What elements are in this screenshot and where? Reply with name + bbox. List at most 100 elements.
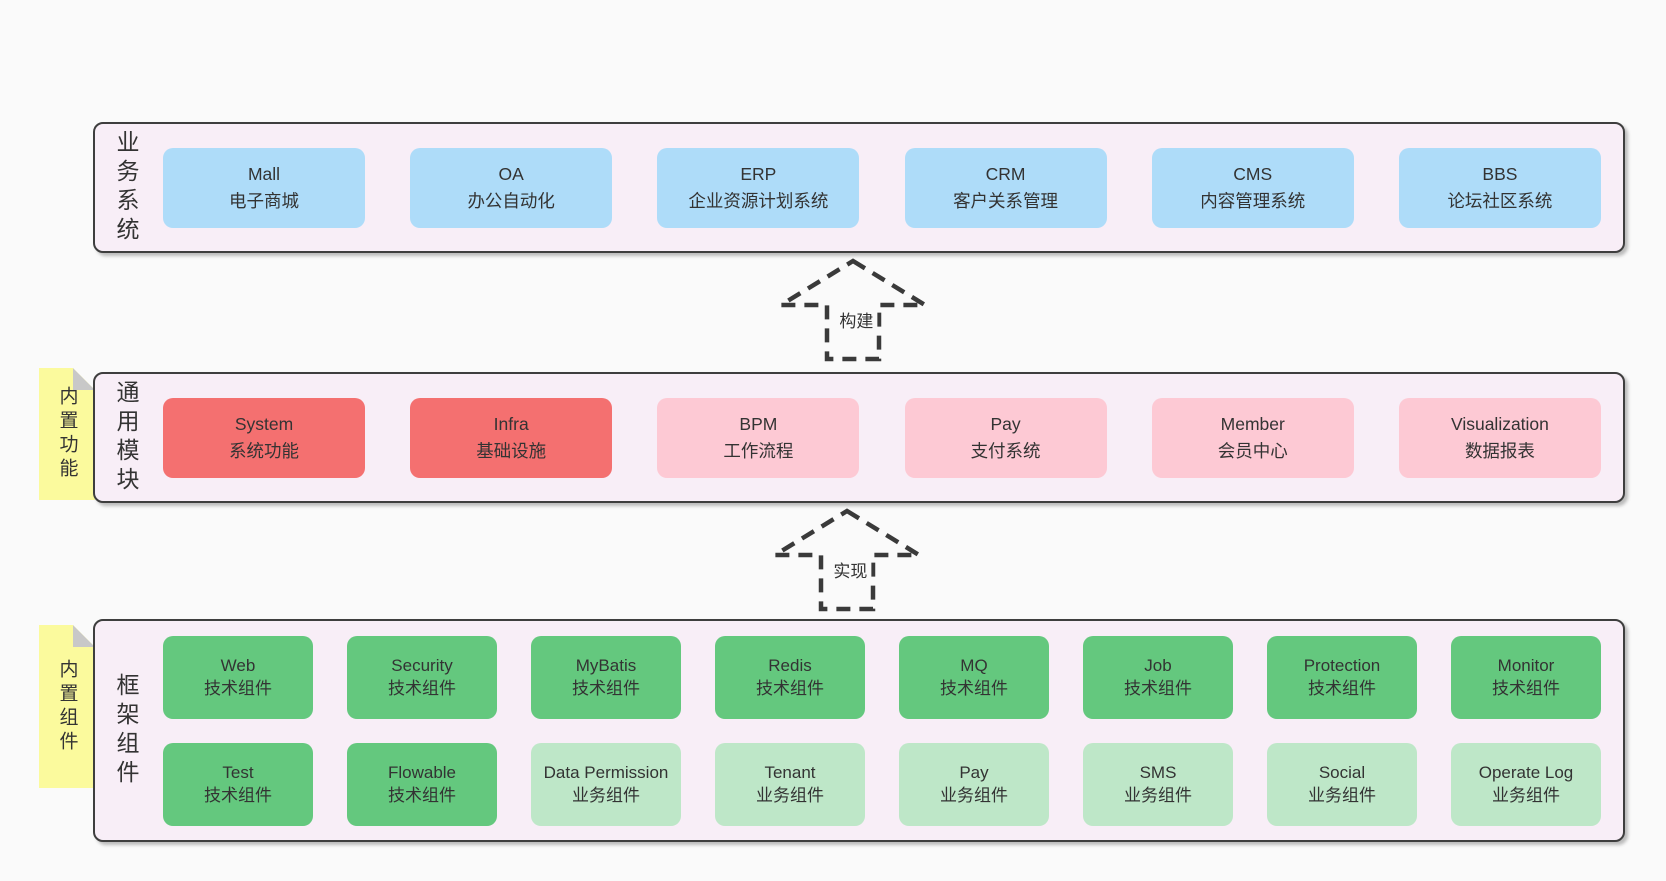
box-pay-module-en: Pay [990, 414, 1021, 435]
box-tenant-en: Tenant [764, 762, 816, 782]
box-flowable-en: Flowable [387, 762, 457, 782]
box-mq-zh: 技术组件 [940, 679, 1008, 698]
box-pay-component-zh: 业务组件 [940, 786, 1008, 805]
box-visualization-zh: 数据报表 [1464, 440, 1535, 461]
box-mq-en: MQ [960, 655, 988, 675]
box-mybatis-en: MyBatis [575, 655, 637, 675]
business-boxes: Mall 电子商城 OA 办公自动化 ERP 企业资源计划系统 CRM 客户关系… [163, 147, 1601, 228]
box-visualization-en: Visualization [1450, 414, 1549, 435]
band-framework-components-label: 框架组件 [113, 672, 139, 789]
box-tenant: Tenant 业务组件 [715, 742, 865, 826]
band-business-systems: 业务系统 Mall 电子商城 OA 办公自动化 ERP 企业资源计划系统 CRM… [93, 122, 1625, 253]
box-bpm-zh: 工作流程 [723, 440, 794, 461]
box-cms-zh: 内容管理系统 [1200, 190, 1306, 211]
box-operate-log-en: Operate Log [1478, 762, 1574, 782]
framework-row-2: Test 技术组件 Flowable 技术组件 Data Permission … [163, 742, 1601, 826]
box-crm-en: CRM [985, 164, 1026, 185]
box-pay-module-zh: 支付系统 [970, 440, 1041, 461]
box-redis-en: Redis [768, 655, 812, 675]
implement-arrow: 实现 [767, 508, 927, 612]
sticky-built-in-components-text: 内置组件 [56, 658, 78, 755]
band-business-systems-label: 业务系统 [113, 129, 139, 246]
framework-boxes: Web 技术组件 Security 技术组件 MyBatis 技术组件 Redi… [163, 635, 1601, 826]
implement-arrow-label: 实现 [829, 556, 872, 583]
box-social-en: Social [1318, 762, 1366, 782]
box-mall-zh: 电子商城 [229, 190, 299, 211]
box-monitor-zh: 技术组件 [1492, 679, 1560, 698]
band-common-modules-label: 通用模块 [113, 379, 139, 496]
box-mall-en: Mall [247, 164, 281, 185]
box-flowable: Flowable 技术组件 [347, 742, 497, 826]
box-test-zh: 技术组件 [204, 786, 272, 805]
box-web: Web 技术组件 [163, 635, 313, 719]
box-test: Test 技术组件 [163, 742, 313, 826]
box-social-zh: 业务组件 [1308, 786, 1376, 805]
up-block-arrow-icon [767, 508, 927, 612]
box-web-en: Web [220, 655, 256, 675]
box-sms: SMS 业务组件 [1083, 742, 1233, 826]
box-erp-zh: 企业资源计划系统 [688, 190, 829, 211]
box-sms-en: SMS [1139, 762, 1177, 782]
box-job-en: Job [1144, 655, 1172, 675]
box-oa-en: OA [498, 164, 524, 185]
box-security-en: Security [391, 655, 453, 675]
sticky-built-in-features: 内置功能 [39, 368, 95, 500]
box-system-zh: 系统功能 [229, 440, 299, 461]
box-oa-zh: 办公自动化 [467, 190, 555, 211]
box-flowable-zh: 技术组件 [388, 786, 456, 805]
box-protection-zh: 技术组件 [1308, 679, 1376, 698]
box-redis-zh: 技术组件 [756, 679, 824, 698]
box-job: Job 技术组件 [1083, 635, 1233, 719]
box-crm-zh: 客户关系管理 [953, 190, 1059, 211]
box-operate-log: Operate Log 业务组件 [1451, 742, 1601, 826]
box-erp: ERP 企业资源计划系统 [657, 147, 860, 228]
box-crm: CRM 客户关系管理 [904, 147, 1107, 228]
box-bbs-zh: 论坛社区系统 [1447, 190, 1553, 211]
sticky-fold-corner-icon [73, 625, 95, 647]
box-infra: Infra 基础设施 [410, 397, 613, 478]
box-member-zh: 会员中心 [1217, 440, 1288, 461]
box-cms-en: CMS [1233, 164, 1273, 185]
box-mybatis: MyBatis 技术组件 [531, 635, 681, 719]
box-cms: CMS 内容管理系统 [1151, 147, 1354, 228]
box-security: Security 技术组件 [347, 635, 497, 719]
box-pay-component: Pay 业务组件 [899, 742, 1049, 826]
box-test-en: Test [222, 762, 254, 782]
box-bbs-en: BBS [1482, 164, 1518, 185]
box-member-en: Member [1220, 414, 1285, 435]
box-oa: OA 办公自动化 [410, 147, 613, 228]
band-common-modules: 通用模块 System 系统功能 Infra 基础设施 BPM 工作流程 Pay… [93, 372, 1625, 503]
box-job-zh: 技术组件 [1124, 679, 1192, 698]
box-security-zh: 技术组件 [388, 679, 456, 698]
box-monitor-en: Monitor [1497, 655, 1555, 675]
box-infra-en: Infra [493, 414, 529, 435]
box-data-permission-en: Data Permission [543, 762, 669, 782]
box-data-permission: Data Permission 业务组件 [531, 742, 681, 826]
box-mybatis-zh: 技术组件 [572, 679, 640, 698]
build-arrow-label: 构建 [835, 306, 878, 333]
up-block-arrow-icon [773, 258, 933, 362]
box-infra-zh: 基础设施 [476, 440, 547, 461]
box-tenant-zh: 业务组件 [756, 786, 824, 805]
box-web-zh: 技术组件 [204, 679, 272, 698]
sticky-built-in-components: 内置组件 [39, 625, 95, 788]
build-arrow: 构建 [773, 258, 933, 362]
box-pay-component-en: Pay [959, 762, 989, 782]
box-operate-log-zh: 业务组件 [1492, 786, 1560, 805]
box-member: Member 会员中心 [1151, 397, 1354, 478]
box-protection-en: Protection [1303, 655, 1381, 675]
box-pay-module: Pay 支付系统 [904, 397, 1107, 478]
box-system: System 系统功能 [163, 397, 365, 478]
box-mq: MQ 技术组件 [899, 635, 1049, 719]
box-monitor: Monitor 技术组件 [1451, 635, 1601, 719]
framework-row-1: Web 技术组件 Security 技术组件 MyBatis 技术组件 Redi… [163, 635, 1601, 719]
box-bpm: BPM 工作流程 [657, 397, 860, 478]
box-data-permission-zh: 业务组件 [572, 786, 640, 805]
box-bpm-en: BPM [739, 414, 778, 435]
sticky-built-in-features-text: 内置功能 [56, 386, 78, 482]
box-social: Social 业务组件 [1267, 742, 1417, 826]
band-framework-components: 框架组件 Web 技术组件 Security 技术组件 MyBatis 技术组件… [93, 619, 1625, 842]
box-sms-zh: 业务组件 [1124, 786, 1192, 805]
box-visualization: Visualization 数据报表 [1398, 397, 1601, 478]
